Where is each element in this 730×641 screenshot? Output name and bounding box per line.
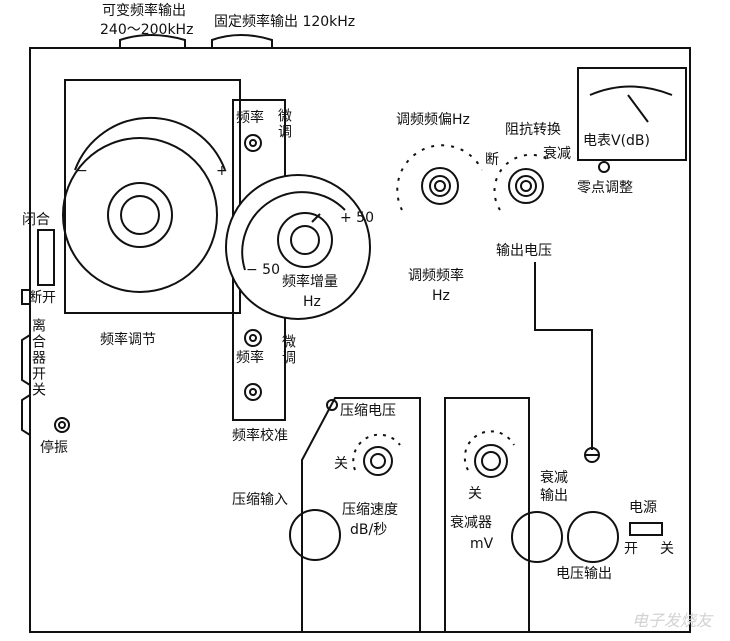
attenuator-knob-inner[interactable] [481, 451, 501, 471]
compress-panel [301, 397, 421, 632]
power-off-label: 关 [660, 541, 674, 557]
fm-frequency-unit: Hz [432, 288, 450, 304]
clutch-switch[interactable] [37, 229, 55, 286]
compress-speed-unit: dB/秒 [350, 522, 388, 538]
meter-label: 电表V(dB) [583, 133, 650, 149]
output-voltage-label: 输出电压 [496, 243, 552, 259]
zero-adjust-label: 零点调整 [577, 180, 633, 196]
close-label: 闭合 [22, 212, 50, 228]
fm-deviation-knob[interactable] [421, 167, 459, 205]
power-label: 电源 [629, 500, 657, 516]
voltage-output-jack[interactable] [567, 511, 619, 563]
increment-label: 频率增量 [282, 274, 338, 290]
fm-frequency-label: 调频频率 [408, 268, 464, 284]
fine-tune-bottom-label: 微调 [280, 334, 296, 366]
attenuator-output-jack[interactable] [511, 511, 563, 563]
frequency-dial-scale [74, 116, 226, 171]
impedance-knob[interactable] [508, 168, 544, 204]
case-outline [29, 47, 691, 633]
side-bracket-3 [21, 394, 31, 436]
impedance-label: 阻抗转换 [505, 122, 561, 138]
fine-freq-bottom-knob[interactable] [244, 329, 262, 347]
dial-minus-label: − [76, 163, 88, 179]
compress-voltage-knob-outer[interactable] [363, 446, 393, 476]
variable-output-jack[interactable] [119, 34, 186, 48]
increment-unit-label: Hz [303, 294, 321, 310]
clamp-screw [326, 399, 338, 411]
dial-plus-label: + [216, 163, 228, 179]
fine-freq-top-knob[interactable] [244, 134, 262, 152]
frequency-calibrate-label: 频率校准 [232, 428, 288, 444]
increment-minus-label: − 50 [246, 262, 280, 278]
frequency-adjust-label: 频率调节 [100, 332, 156, 348]
fixed-output-label: 固定频率输出 120kHz [214, 14, 356, 30]
variable-range-label: 240～200kHz [100, 22, 194, 38]
compress-input-label: 压缩输入 [232, 492, 288, 508]
fm-off-label: 断 [485, 152, 499, 168]
watermark: 电子发烧友 [631, 611, 712, 630]
stop-knob[interactable] [54, 417, 70, 433]
power-on-label: 开 [624, 541, 638, 557]
attenuator-label: 衰减器 [450, 515, 492, 531]
increment-scale [241, 191, 346, 271]
fm-deviation-label: 调频频偏Hz [396, 112, 470, 128]
voltage-output-label: 电压输出 [556, 566, 612, 582]
attenuator-unit: mV [470, 536, 494, 552]
compress-input-jack[interactable] [289, 509, 341, 561]
fine-tune-top-label: 微调 [276, 108, 292, 140]
attenuator-output-label-2: 输出 [540, 488, 568, 504]
side-bracket-2 [21, 334, 31, 386]
increment-dial[interactable] [225, 174, 371, 320]
meter-box [577, 67, 687, 161]
attenuator-output-label-1: 衰减 [540, 470, 568, 486]
increment-plus-label: + 50 [340, 210, 374, 226]
attenuator-panel [444, 397, 530, 633]
side-bracket-1 [21, 289, 30, 305]
calibrate-knob[interactable] [244, 383, 262, 401]
frequency-dial-ring [107, 182, 173, 248]
attenuator-off-label: 关 [468, 486, 482, 502]
frequency-dial-knob[interactable] [120, 195, 160, 235]
open-label: 断开 [28, 290, 56, 306]
clutch-switch-label: 离合器开关 [30, 318, 46, 398]
meter-needle [627, 94, 649, 123]
zero-adjust-screw[interactable] [598, 161, 610, 173]
attenuator-knob-outer[interactable] [474, 444, 508, 478]
fm-deviation-scale [396, 144, 483, 211]
attenuate-label: 衰减 [543, 146, 571, 162]
compress-speed-label: 压缩速度 [342, 502, 398, 518]
increment-knob-inner[interactable] [290, 225, 320, 255]
fixed-output-jack[interactable] [211, 34, 273, 48]
fine-freq-top-label: 频率 [236, 110, 264, 126]
fine-freq-bottom-label: 频率 [236, 350, 264, 366]
stop-label: 停振 [40, 440, 68, 456]
meter-scale [589, 85, 673, 96]
variable-output-label: 可变频率输出 [102, 3, 186, 19]
compress-off-label: 关 [334, 456, 348, 472]
frequency-dial-outer[interactable] [62, 137, 218, 293]
compress-voltage-label: 压缩电压 [340, 403, 396, 419]
power-switch[interactable] [629, 522, 663, 536]
output-wire [534, 262, 593, 450]
increment-knob-outer[interactable] [277, 212, 333, 268]
compress-voltage-knob-inner[interactable] [370, 453, 386, 469]
